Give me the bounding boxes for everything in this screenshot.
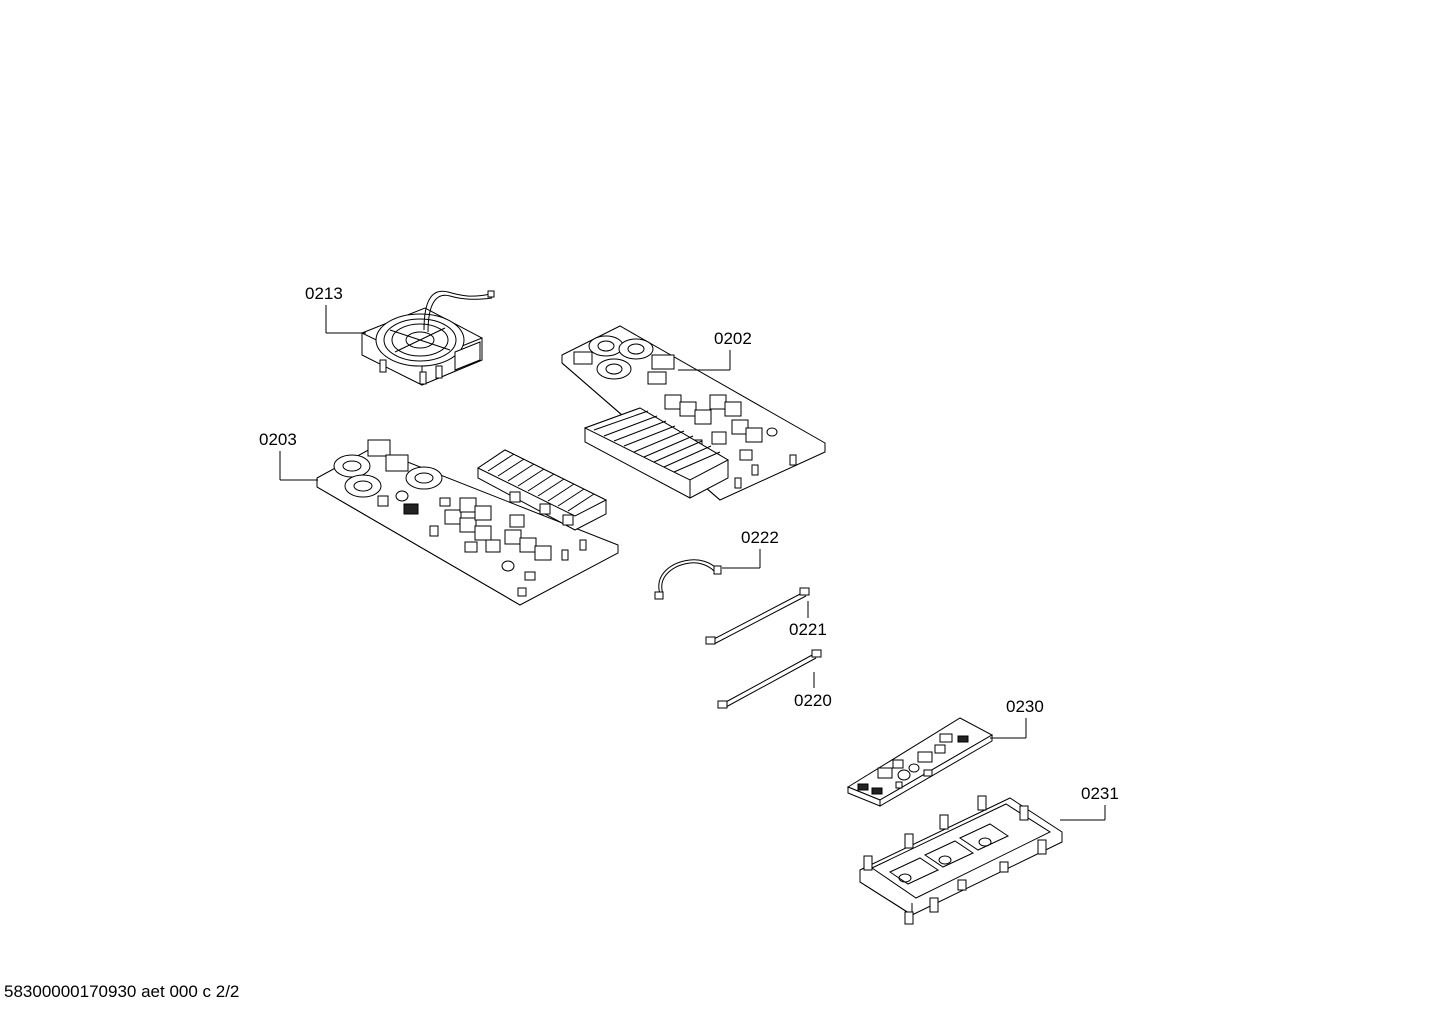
housing-frame-part-0231 — [859, 795, 1063, 925]
control-board-part-0230 — [846, 717, 994, 807]
callout-0213: 0213 — [305, 284, 343, 303]
callout-0231: 0231 — [1081, 784, 1119, 803]
wire-part-0222 — [654, 559, 722, 600]
document-footer-code: 58300000170930 aet 000 c 2/2 — [4, 982, 240, 1001]
ribbon-cable-part-0220 — [717, 649, 822, 709]
power-board-part-0202 — [561, 325, 826, 501]
callout-0230: 0230 — [1006, 697, 1044, 716]
main-board-part-0203 — [316, 439, 619, 606]
callout-0221: 0221 — [789, 620, 827, 639]
callout-0222: 0222 — [741, 528, 779, 547]
ribbon-cable-part-0221 — [705, 587, 810, 645]
callout-0203: 0203 — [259, 430, 297, 449]
callout-0220: 0220 — [794, 691, 832, 710]
callout-0202: 0202 — [714, 329, 752, 348]
fan-part-0213 — [361, 290, 495, 386]
